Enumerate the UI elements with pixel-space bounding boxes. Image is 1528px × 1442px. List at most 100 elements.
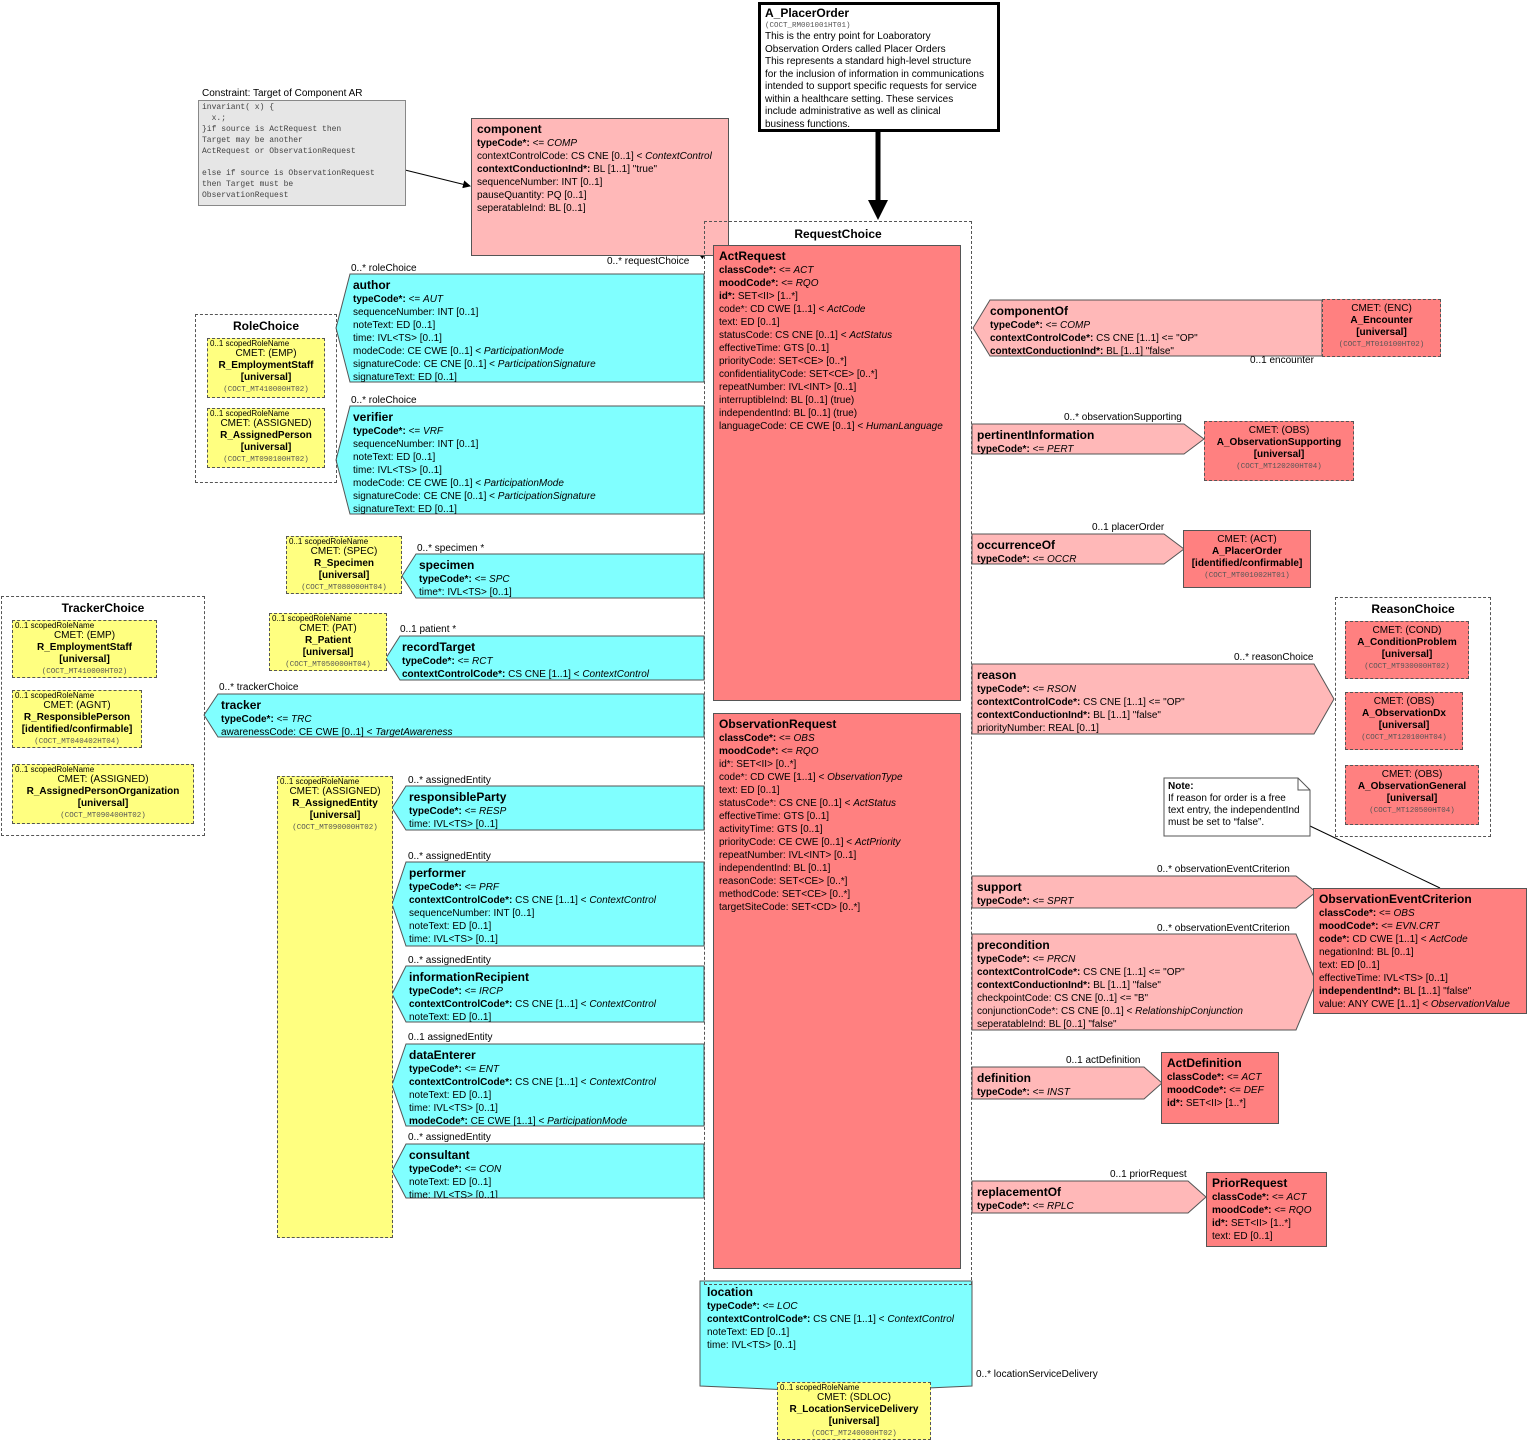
component-attr-domain: COMP [547,138,578,149]
consultant-attr-domain: CON [479,1164,502,1175]
obsRequest-attr-domain: ObservationType [827,772,903,783]
definition-attr-domain: INST [1047,1087,1070,1098]
author-attr-name: noteText: ED [0..1] [353,320,436,331]
cmet-type: CMET: (ENC) [1351,303,1412,314]
cmet-observation-general[interactable]: CMET: (OBS)A_ObservationGeneral[universa… [1345,765,1479,825]
cmet-act-placer-order[interactable]: CMET: (ACT)A_PlacerOrder[identified/conf… [1183,530,1311,588]
location-label: 0..* locationServiceDelivery [976,1369,1098,1380]
consultant-attr-type: <= [464,1164,480,1175]
obsRequest-attr-name: classCode*: [719,733,780,744]
oec-attribute: value: ANY CWE [1..1] < ObservationValue [1319,998,1521,1011]
responsibleParty-attr-name: typeCode*: [409,806,465,817]
role-choice-container: RoleChoice [195,314,337,483]
cmet-flavor: [identified/confirmable] [21,724,133,735]
reason-shape [971,663,1335,735]
cmet-observation-dx[interactable]: CMET: (OBS)A_ObservationDx[universal](CO… [1345,692,1463,750]
specimen-attr-name: typeCode*: [419,574,475,585]
cmet-code: (COCT_MT090100HT02) [223,456,309,464]
definition-label: 0..1 actDefinition [1066,1055,1141,1066]
cmet-name: A_PlacerOrder [1211,546,1283,557]
pertinentInformation-title: pertinentInformation [977,428,1095,442]
actRequest-attr-domain: HumanLanguage [866,421,943,432]
constraint-line: }if source is ActRequest then [202,125,342,134]
actRequest-attr-name: classCode*: [719,265,780,276]
tracker-choice-container: TrackerChoice [1,596,205,836]
author-attribute: signatureCode: CE CNE [0..1] < Participa… [353,358,699,371]
precondition-shape [971,933,1317,1031]
precondition-attr-type: BL [1..1] "false" [1093,980,1161,991]
placer-order-code: (COCT_RM001001HT01) [765,22,851,30]
oec-title: ObservationEventCriterion [1319,892,1472,906]
obsRequest-attr-name: effectiveTime: GTS [0..1] [719,811,830,822]
verifier-attr-name: time: IVL<TS> [0..1] [353,465,442,476]
cmet-code: (COCT_MT050000HT04) [285,661,371,669]
componentOf-attr-type: BL [1..1] "false" [1106,346,1174,356]
cmet-flavor: [identified/confirmable] [1191,558,1303,569]
author-attr-type: <= [408,294,424,305]
cmet-name: R_AssignedEntity [292,798,378,809]
cmet-name: A_ObservationGeneral [1357,781,1467,792]
precondition-attr-domain: PRCN [1047,954,1076,965]
author-attribute: noteText: ED [0..1] [353,319,699,332]
precondition-attr-name: checkpointCode: CS CNE [0..1] <= "B" [977,993,1149,1004]
oec-attr-name: moodCode*: [1319,921,1382,932]
oec-attr-domain: ObservationValue [1430,999,1510,1010]
location-attribute: time: IVL<TS> [0..1] [707,1339,967,1352]
cmet-observation-supporting[interactable]: CMET: (OBS)A_ObservationSupporting[unive… [1204,421,1354,481]
oec-attr-type: <= [1379,908,1394,919]
cmet-type: CMET: (ASSIGNED) [289,786,381,797]
component-attribute: contextControlCode: CS CNE [0..1] < Cont… [477,150,723,163]
component-attr-type: BL [1..1] "true" [593,164,658,175]
actDefinition-attribute: classCode*: <= ACT [1167,1071,1273,1084]
cmet-type: CMET: (OBS) [1373,696,1435,707]
replacement-of-label: 0..1 priorRequest [1110,1169,1187,1180]
constraint-line: then Target must be [202,180,294,189]
cmet-type: CMET: (SDLOC) [817,1392,891,1403]
componentOf-attr-type: CS CNE [1..1] <= "OP" [1096,333,1198,344]
informationRecipient-attribute: typeCode*: <= IRCP [409,985,699,998]
obsRequest-attr-domain: RQO [795,746,819,757]
cmet-encounter[interactable]: CMET: (ENC)A_Encounter[universal](COCT_M… [1322,299,1441,357]
tracker-attr-type: <= [276,714,292,725]
cmet-condition-problem[interactable]: CMET: (COND)A_ConditionProblem[universal… [1345,621,1469,679]
obsRequest-attr-domain: ActPriority [854,837,901,848]
cmet-code: (COCT_MT120100HT04) [1361,734,1447,742]
performer-title: performer [409,866,466,880]
constraint-line: invariant( x) { [202,103,275,112]
